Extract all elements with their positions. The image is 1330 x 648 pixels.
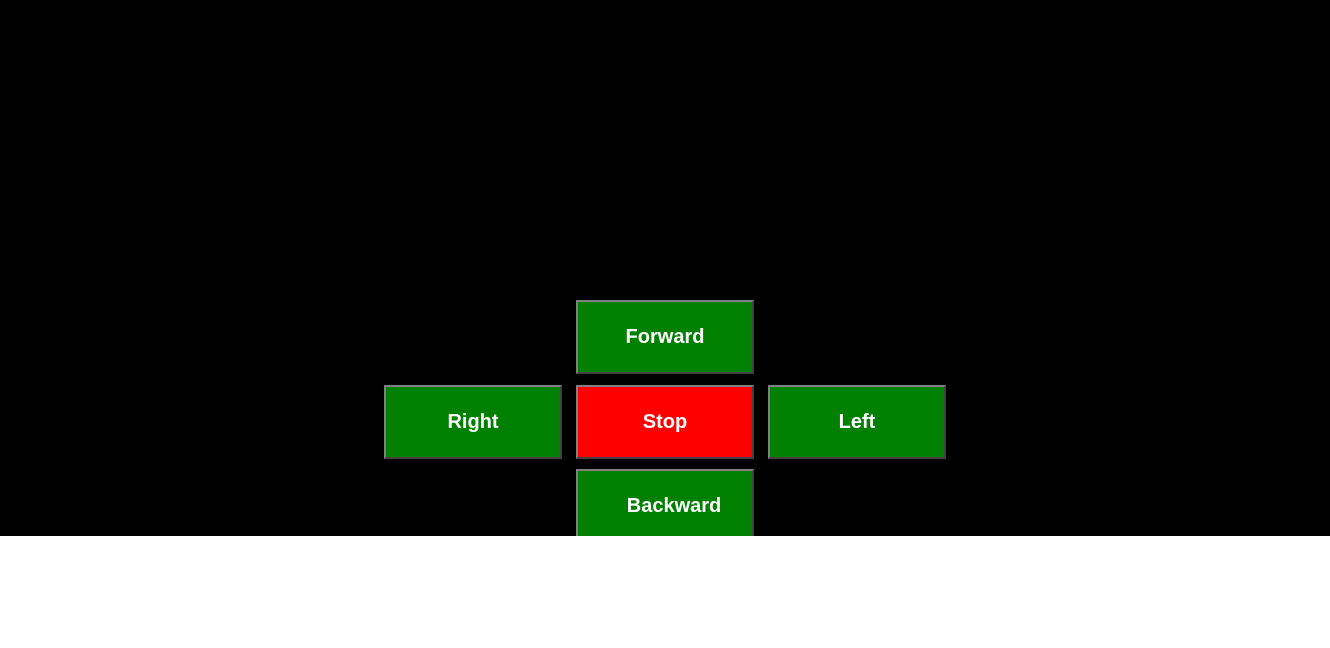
forward-button[interactable]: Forward <box>576 300 754 374</box>
forward-label: Forward <box>625 325 705 348</box>
right-button[interactable]: Right <box>384 385 562 459</box>
backward-button[interactable]: Backward <box>576 469 754 536</box>
control-panel: Forward Right Stop Left Backward <box>0 0 1330 536</box>
left-button[interactable]: Left <box>768 385 946 459</box>
backward-label: Backward <box>626 494 722 517</box>
right-label: Right <box>447 410 499 433</box>
stop-button[interactable]: Stop <box>576 385 754 459</box>
left-label: Left <box>838 410 876 433</box>
stop-label: Stop <box>642 410 688 433</box>
